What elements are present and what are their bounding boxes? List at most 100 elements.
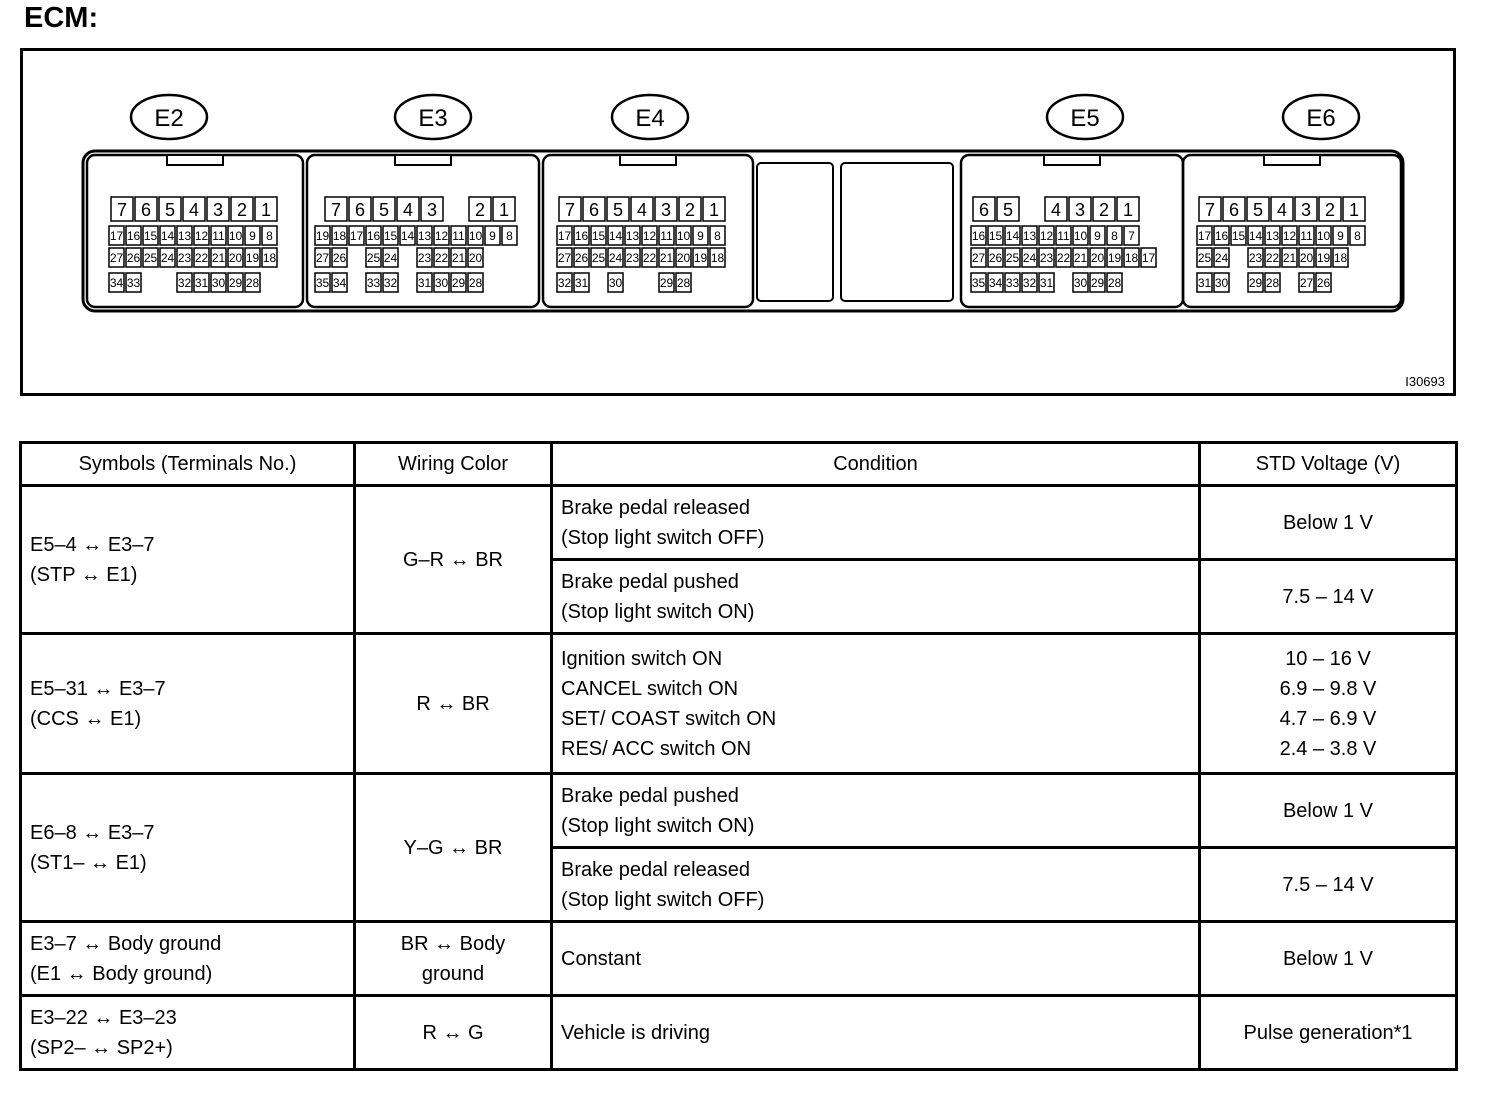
terminal-pin-label: 18 bbox=[333, 229, 347, 243]
table-header-row: Symbols (Terminals No.) Wiring Color Con… bbox=[19, 441, 1458, 487]
terminal-pin bbox=[433, 225, 450, 246]
terminal-pin-label: 13 bbox=[626, 229, 640, 243]
terminal-pin-label: 30 bbox=[1215, 276, 1229, 290]
terminal-pin-label: 2 bbox=[475, 200, 485, 220]
condition-text: (Stop light switch OFF) bbox=[561, 888, 765, 911]
terminal-pin-label: 23 bbox=[418, 251, 432, 265]
terminal-pin-label: 1 bbox=[499, 200, 509, 220]
terminal-symbol-text: E6–8 ↔ E3–7 bbox=[30, 821, 155, 844]
terminal-pin bbox=[1246, 196, 1270, 222]
std-voltage-cell: Pulse generation*1 bbox=[1198, 994, 1458, 1071]
terminal-pin bbox=[1038, 247, 1055, 268]
terminal-pin bbox=[314, 272, 331, 293]
terminal-pin-label: 26 bbox=[1317, 276, 1331, 290]
terminal-pin-label: 19 bbox=[1317, 251, 1331, 265]
terminal-pin-label: 21 bbox=[660, 251, 674, 265]
terminal-pin bbox=[556, 247, 573, 268]
terminal-pin bbox=[365, 225, 382, 246]
std-voltage-text: 10 – 16 V bbox=[1285, 647, 1371, 670]
terminal-pin-label: 9 bbox=[489, 229, 496, 243]
terminal-pin bbox=[1294, 196, 1318, 222]
terminal-pin bbox=[450, 247, 467, 268]
terminal-pin-label: 31 bbox=[418, 276, 432, 290]
terminal-pin bbox=[331, 272, 348, 293]
terminal-pin-label: 4 bbox=[189, 200, 199, 220]
condition-cell: Brake pedal pushed(Stop light switch ON) bbox=[550, 772, 1201, 849]
terminal-pin bbox=[159, 225, 176, 246]
header-wiring-color: Wiring Color bbox=[353, 441, 553, 487]
terminal-pin bbox=[1270, 196, 1294, 222]
terminal-pin-label: 16 bbox=[1215, 229, 1229, 243]
terminal-pin bbox=[556, 225, 573, 246]
connector-latch bbox=[1263, 154, 1321, 166]
terminal-pin bbox=[176, 225, 193, 246]
terminal-pin-label: 22 bbox=[1057, 251, 1071, 265]
terminal-pin-label: 5 bbox=[379, 200, 389, 220]
terminal-pin-label: 16 bbox=[127, 229, 141, 243]
terminal-pin bbox=[709, 247, 726, 268]
terminal-pin bbox=[1089, 225, 1106, 246]
terminal-pin-label: 14 bbox=[161, 229, 175, 243]
terminal-pin bbox=[125, 225, 142, 246]
terminal-pin bbox=[227, 225, 244, 246]
terminal-pin-label: 7 bbox=[1128, 229, 1135, 243]
connector-id-oval bbox=[129, 93, 209, 141]
terminal-pin-label: 20 bbox=[1300, 251, 1314, 265]
terminal-pin bbox=[1055, 247, 1072, 268]
empty-slot bbox=[840, 162, 954, 302]
condition-cell: Constant bbox=[550, 920, 1201, 997]
terminal-pin bbox=[467, 247, 484, 268]
terminal-symbol-text: (E1 ↔ Body ground) bbox=[30, 962, 213, 985]
connector-id-label: E4 bbox=[635, 105, 664, 132]
terminal-pin-label: 32 bbox=[558, 276, 572, 290]
terminal-pin-label: 2 bbox=[1325, 200, 1335, 220]
terminal-pin-label: 24 bbox=[1023, 251, 1037, 265]
connector-id-label: E2 bbox=[154, 105, 183, 132]
condition-text: Brake pedal pushed bbox=[561, 784, 739, 807]
terminal-pin bbox=[1332, 247, 1349, 268]
terminal-pin-label: 26 bbox=[127, 251, 141, 265]
terminal-pin-label: 31 bbox=[575, 276, 589, 290]
terminal-pin bbox=[987, 272, 1004, 293]
terminal-pin bbox=[1123, 225, 1140, 246]
connector-id-label: E3 bbox=[418, 105, 447, 132]
terminal-pin bbox=[1264, 272, 1281, 293]
terminal-pin-label: 10 bbox=[1317, 229, 1331, 243]
terminal-pin-label: 15 bbox=[989, 229, 1003, 243]
terminal-pin-label: 31 bbox=[195, 276, 209, 290]
terminal-pin bbox=[365, 247, 382, 268]
condition-text: Constant bbox=[561, 947, 642, 970]
terminal-pin-label: 4 bbox=[403, 200, 413, 220]
terminal-symbol-text: (ST1– ↔ E1) bbox=[30, 851, 147, 874]
condition-text: RES/ ACC switch ON bbox=[561, 737, 752, 760]
terminal-pin bbox=[1140, 247, 1157, 268]
terminal-pin-label: 23 bbox=[178, 251, 192, 265]
terminal-pin bbox=[970, 247, 987, 268]
terminal-pin-label: 25 bbox=[144, 251, 158, 265]
terminal-pin bbox=[396, 196, 420, 222]
terminal-pin bbox=[244, 225, 261, 246]
terminal-pin-label: 28 bbox=[469, 276, 483, 290]
terminal-pin-label: 5 bbox=[613, 200, 623, 220]
terminal-pin-label: 31 bbox=[1198, 276, 1212, 290]
terminal-pin-label: 1 bbox=[1123, 200, 1133, 220]
terminal-symbol-text: E3–7 ↔ Body ground bbox=[30, 932, 222, 955]
terminal-pin bbox=[654, 196, 678, 222]
terminal-pin bbox=[1038, 272, 1055, 293]
terminal-pin-label: 3 bbox=[1075, 200, 1085, 220]
terminal-pin-label: 28 bbox=[1108, 276, 1122, 290]
terminal-pin-label: 19 bbox=[316, 229, 330, 243]
terminal-pin-label: 7 bbox=[565, 200, 575, 220]
terminal-pin bbox=[159, 247, 176, 268]
terminal-symbol-text: E5–4 ↔ E3–7 bbox=[30, 533, 155, 556]
std-voltage-cell: Below 1 V bbox=[1198, 920, 1458, 997]
terminal-pin-label: 30 bbox=[212, 276, 226, 290]
terminal-pin bbox=[709, 225, 726, 246]
terminal-pin-label: 29 bbox=[229, 276, 243, 290]
terminal-pin-label: 18 bbox=[1334, 251, 1348, 265]
terminal-pin bbox=[1044, 196, 1068, 222]
terminal-pin-label: 10 bbox=[677, 229, 691, 243]
terminal-pin-label: 22 bbox=[643, 251, 657, 265]
terminal-pin-label: 21 bbox=[212, 251, 226, 265]
